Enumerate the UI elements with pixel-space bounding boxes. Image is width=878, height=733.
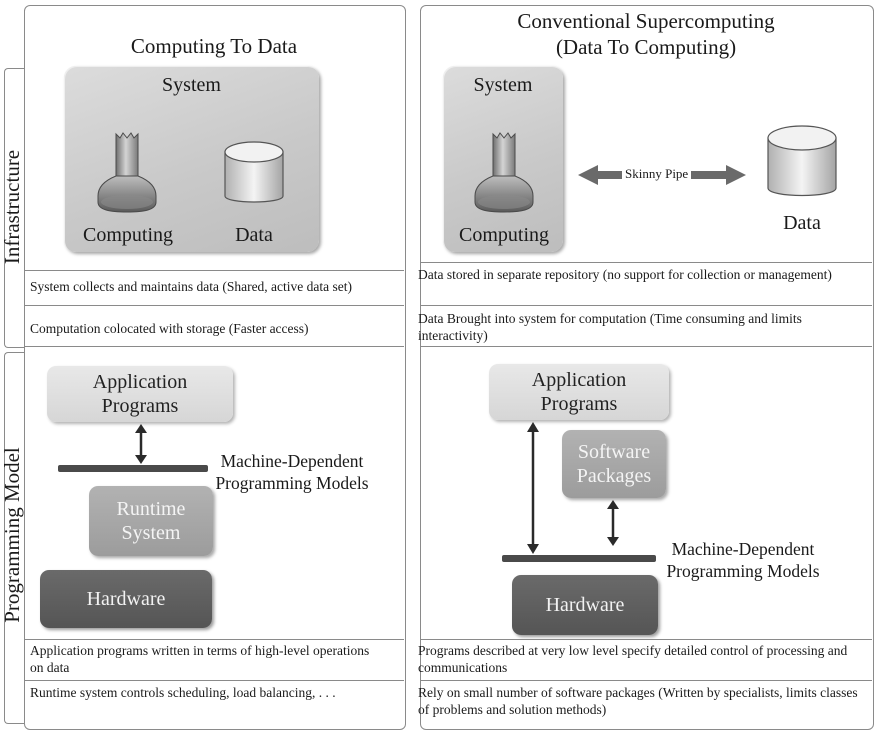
left-application-programs: Application Programs <box>47 366 233 422</box>
double-arrow-icon <box>607 500 619 546</box>
right-data-label: Data <box>783 212 821 234</box>
left-hardware: Hardware <box>40 570 212 628</box>
right-hardware: Hardware <box>512 575 658 635</box>
left-system-label: System <box>162 74 221 96</box>
divider <box>420 262 872 263</box>
right-title-line2: (Data To Computing) <box>555 35 737 59</box>
computing-icon <box>474 132 534 213</box>
double-arrow-icon <box>135 424 147 464</box>
infrastructure-side-frame <box>4 68 25 348</box>
double-arrow-icon <box>527 422 539 554</box>
left-data-label: Data <box>235 224 273 246</box>
left-machine-dependent-label: Machine-Dependent Programming Models <box>215 451 369 493</box>
divider <box>420 639 872 640</box>
left-runtime-system-label: Runtime System <box>116 498 186 544</box>
right-infra-row-1: Data stored in separate repository (no s… <box>418 267 832 282</box>
right-title-line1: Conventional Supercomputing <box>517 9 775 33</box>
computing-icon <box>97 132 157 213</box>
right-application-programs: Application Programs <box>489 364 669 420</box>
right-system-label: System <box>473 74 533 96</box>
programming-side-frame <box>4 352 25 724</box>
left-infra-row-2: Computation colocated with storage (Fast… <box>30 321 309 336</box>
divider <box>420 305 872 306</box>
left-computing-label: Computing <box>82 224 173 246</box>
divider <box>24 680 404 681</box>
right-hardware-label: Hardware <box>545 594 625 616</box>
data-cylinder-icon <box>224 141 284 203</box>
data-cylinder-icon <box>767 125 837 197</box>
divider <box>24 270 404 271</box>
right-machine-dependent-bar <box>502 555 656 562</box>
right-software-packages-label: Software Packages <box>576 441 652 487</box>
right-infra-row-2: Data Brought into system for computation… <box>418 311 802 343</box>
skinny-pipe-label: Skinny Pipe <box>622 166 692 182</box>
divider <box>24 305 404 306</box>
left-pm-row-1: Application programs written in terms of… <box>30 643 370 675</box>
right-machine-dependent-label: Machine-Dependent Programming Models <box>666 539 820 581</box>
divider <box>420 680 872 681</box>
programming-model-label: Programming Model <box>0 447 24 623</box>
left-title: Computing To Data <box>130 34 298 58</box>
infrastructure-label: Infrastructure <box>0 149 24 265</box>
left-application-programs-label: Application Programs <box>92 371 188 417</box>
divider <box>24 639 404 640</box>
right-pm-row-1: Programs described at very low level spe… <box>418 643 848 675</box>
divider <box>24 346 404 347</box>
left-infra-row-1: System collects and maintains data (Shar… <box>30 279 353 294</box>
left-machine-dependent-bar <box>58 465 208 472</box>
right-pm-row-2: Rely on small number of software package… <box>418 685 858 717</box>
left-pm-row-2: Runtime system controls scheduling, load… <box>30 685 336 700</box>
divider <box>420 346 872 347</box>
left-runtime-system: Runtime System <box>89 486 213 556</box>
right-column-frame <box>420 5 874 730</box>
left-hardware-label: Hardware <box>86 588 166 610</box>
left-column-frame <box>24 5 406 730</box>
right-application-programs-label: Application Programs <box>531 369 627 415</box>
right-software-packages: Software Packages <box>562 430 666 498</box>
right-computing-label: Computing <box>458 224 549 246</box>
